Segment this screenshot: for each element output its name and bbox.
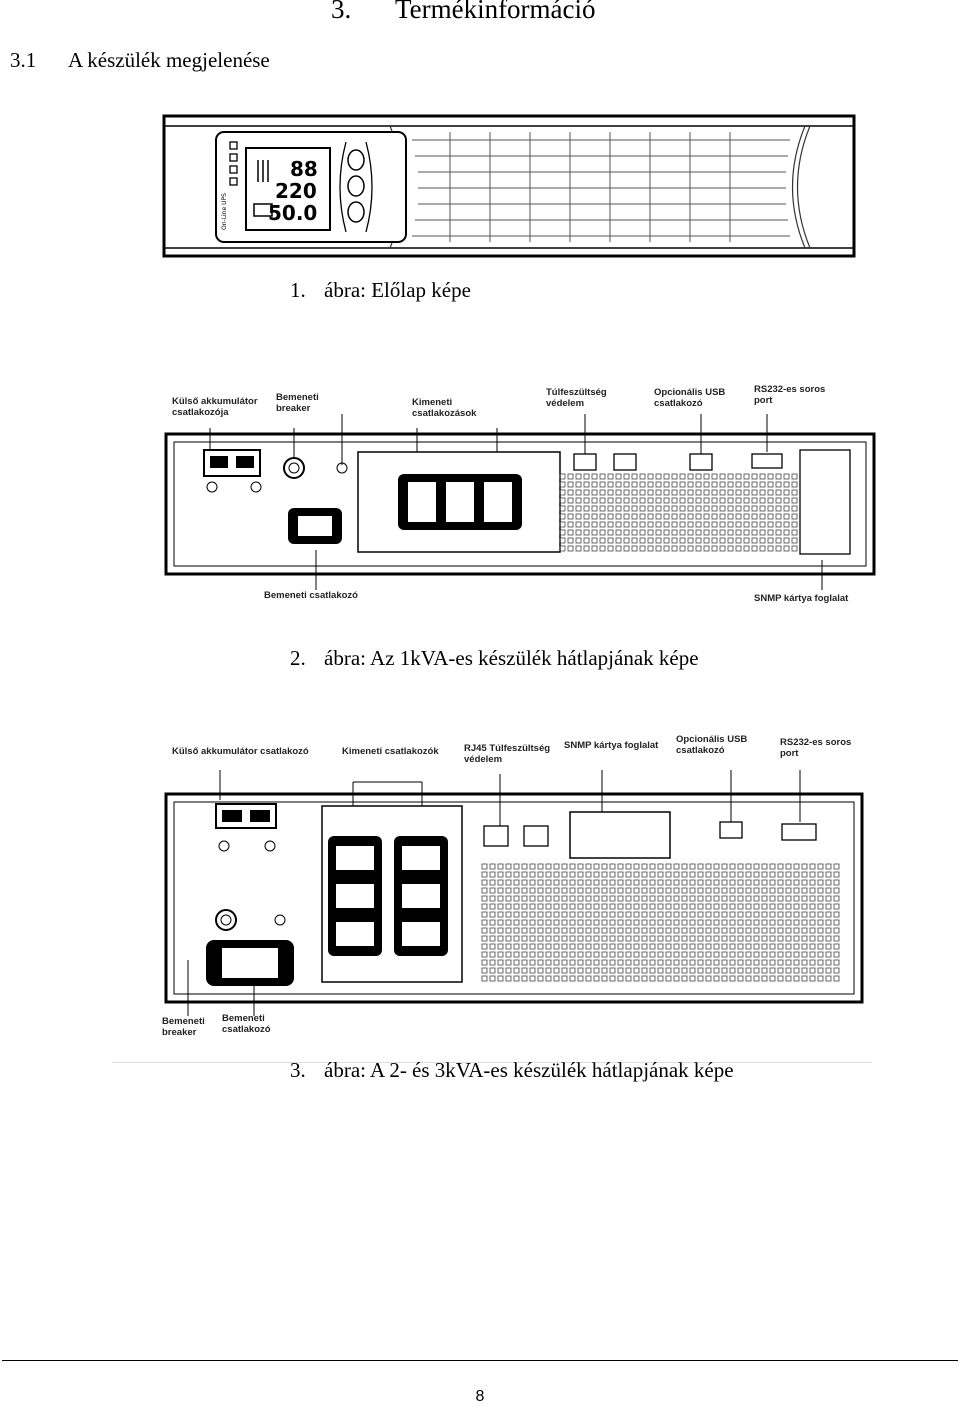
fig3-label-breaker: Bemeneti breaker <box>162 1016 205 1038</box>
figure2-caption: 2. ábra: Az 1kVA-es készülék hátlapjának … <box>290 646 699 671</box>
fig2-label-battery: Külső akkumulátor csatlakozója <box>172 396 258 418</box>
fig2-label-surge: Túlfeszültség védelem <box>546 387 607 409</box>
front-button-2 <box>347 175 365 197</box>
brand-side-text: On-Line UPS <box>221 193 228 230</box>
fig2-label-snmp: SNMP kártya foglalat <box>754 593 849 604</box>
figure3-caption: 3. ábra: A 2- és 3kVA-es készülék hátlapj… <box>290 1058 734 1083</box>
fig2-label-usb: Opcionális USB csatlakozó <box>654 387 726 409</box>
section-number: 3.1 <box>10 48 37 72</box>
fig3-label-outputs: Kimeneti csatlakozók <box>342 746 439 757</box>
figure2-caption-number: 2. <box>290 646 306 670</box>
front-button-1 <box>347 149 365 171</box>
figure3-separator <box>112 1062 872 1063</box>
figure1-caption: 1. ábra: Előlap képe <box>290 278 471 303</box>
figure3-caption-text: ábra: A 2- és 3kVA-es készülék hátlapján… <box>324 1058 734 1082</box>
fig2-label-input: Bemeneti csatlakozó <box>264 590 358 601</box>
lcd-row1: 88 <box>290 157 318 181</box>
lcd-row3: 50.0 <box>268 201 317 225</box>
chapter-heading: 3. Termékinformáció <box>331 0 596 25</box>
fig3-label-rj45: RJ45 Túlfeszültség védelem <box>464 743 551 765</box>
page-number: 8 <box>475 1388 485 1405</box>
rear-panel-3kva-figure <box>164 770 864 1016</box>
fig2-label-rs232: RS232-es soros port <box>754 384 826 406</box>
section-heading: 3.1 A készülék megjelenése <box>10 48 270 73</box>
figure3-caption-number: 3. <box>290 1058 306 1082</box>
chapter-title: Termékinformáció <box>395 0 596 24</box>
figure1-caption-number: 1. <box>290 278 306 302</box>
figure1-caption-text: ábra: Előlap képe <box>324 278 471 302</box>
front-button-3 <box>347 201 365 223</box>
rear-panel-1kva-figure <box>164 414 876 590</box>
fig3-label-usb: Opcionális USB csatlakozó <box>676 734 748 756</box>
footer-rule <box>2 1360 958 1361</box>
chapter-number: 3. <box>331 0 352 24</box>
fig2-label-outputs: Kimeneti csatlakozások <box>412 397 477 419</box>
fig3-label-battery: Külső akkumulátor csatlakozó <box>172 746 309 757</box>
front-panel-figure: 88 220 50.0 On-Line UPS <box>162 114 856 258</box>
fig3-label-rs232: RS232-es soros port <box>780 737 852 759</box>
lcd-row2: 220 <box>275 179 317 203</box>
fig3-label-snmp: SNMP kártya foglalat <box>564 740 659 751</box>
section-title: A készülék megjelenése <box>68 48 270 72</box>
fig2-label-breaker: Bemeneti breaker <box>276 392 319 414</box>
figure2-caption-text: ábra: Az 1kVA-es készülék hátlapjának ké… <box>324 646 699 670</box>
fig3-label-input: Bemeneti csatlakozó <box>222 1013 271 1035</box>
